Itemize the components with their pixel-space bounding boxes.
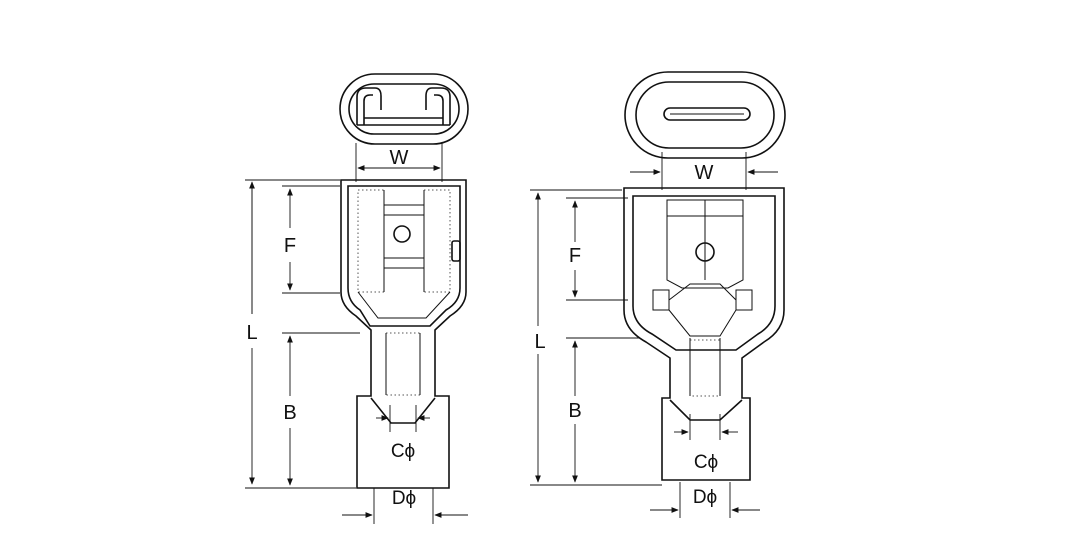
left-w-dimension: W: [355, 143, 443, 182]
right-d-dimension: Dϕ: [650, 482, 760, 518]
right-d-label: Dϕ: [693, 487, 717, 508]
left-b-label: B: [283, 402, 296, 424]
left-end-view: [339, 73, 469, 145]
right-c-label: Cϕ: [694, 452, 718, 473]
left-terminal: W: [245, 73, 469, 524]
left-c-label: Cϕ: [391, 441, 415, 462]
left-d-dimension: Dϕ: [342, 488, 468, 524]
right-b-label: B: [568, 400, 581, 422]
right-w-dimension: W: [630, 152, 778, 190]
left-terminal-body: [340, 179, 467, 489]
right-f-label: F: [569, 245, 581, 267]
left-vertical-dimensions: L F B: [245, 179, 360, 489]
right-terminal-body: [623, 187, 785, 481]
right-l-label: L: [534, 331, 545, 353]
right-w-label: W: [695, 162, 714, 184]
left-c-dimension: Cϕ: [376, 405, 430, 462]
left-d-label: Dϕ: [392, 488, 416, 509]
right-c-dimension: Cϕ: [674, 414, 738, 473]
left-f-label: F: [284, 235, 296, 257]
right-terminal: W L: [530, 71, 786, 518]
right-vertical-dimensions: L F B: [530, 189, 662, 486]
right-end-view: [624, 71, 786, 159]
left-l-label: L: [246, 322, 257, 344]
left-w-label: W: [390, 147, 409, 169]
